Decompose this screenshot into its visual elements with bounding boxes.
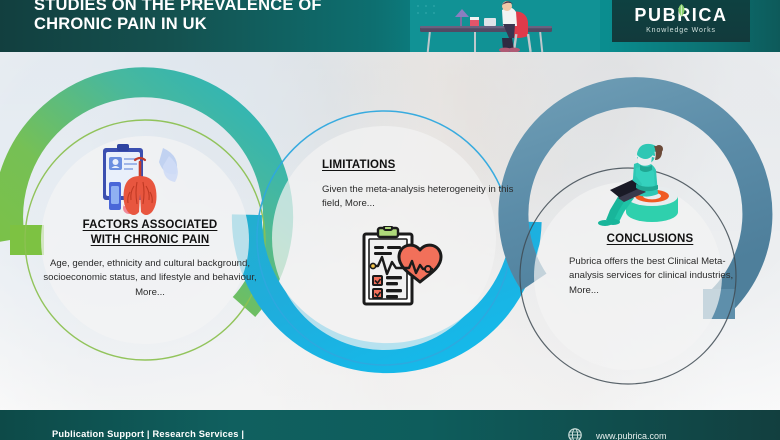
node-conclusions-body: Pubrica offers the best Clinical Meta-an…	[569, 256, 734, 296]
desk-researcher-illustration	[410, 0, 600, 52]
node-factors-title: FACTORS ASSOCIATED WITH CHRONIC PAIN	[30, 218, 270, 248]
node-limitations-title: LIMITATIONS	[322, 159, 396, 171]
lungs-medical-record-icon	[103, 144, 178, 215]
footer-website[interactable]: www.pubrica.com	[596, 431, 667, 440]
node-conclusions-title: CONCLUSIONS	[606, 233, 694, 245]
header-bar: STUDIES ON THE PREVALENCE OF CHRONIC PAI…	[0, 0, 780, 52]
page-title-line-1: STUDIES ON THE PREVALENCE OF	[34, 0, 322, 14]
node-limitations: LIMITATIONS Given the meta-analysis hete…	[322, 155, 532, 212]
leaf-icon	[678, 4, 685, 17]
node-factors-title-line-2: WITH CHRONIC PAIN	[90, 234, 210, 246]
s-curve-ribbon	[0, 67, 773, 385]
node-limitations-body: Given the meta-analysis heterogeneity in…	[322, 184, 514, 210]
footer-bar	[0, 410, 780, 440]
page-title: STUDIES ON THE PREVALENCE OF CHRONIC PAI…	[34, 0, 404, 34]
researcher-laptop-icon	[598, 143, 678, 226]
brand-logo[interactable]: PUBRICA Knowledge Works	[612, 0, 750, 42]
node-conclusions: CONCLUSIONS Pubrica offers the best Clin…	[555, 232, 745, 298]
node-factors: FACTORS ASSOCIATED WITH CHRONIC PAIN Age…	[30, 218, 270, 300]
footer-links[interactable]: Publication Support | Research Services …	[52, 429, 245, 439]
logo-tagline: Knowledge Works	[646, 26, 716, 34]
node-factors-title-line-1: FACTORS ASSOCIATED	[82, 219, 218, 231]
page-title-line-2: CHRONIC PAIN IN UK	[34, 15, 207, 33]
node-factors-body: Age, gender, ethnicity and cultural back…	[43, 258, 257, 298]
clipboard-heartbeat-icon	[362, 226, 443, 306]
globe-icon	[568, 428, 582, 440]
